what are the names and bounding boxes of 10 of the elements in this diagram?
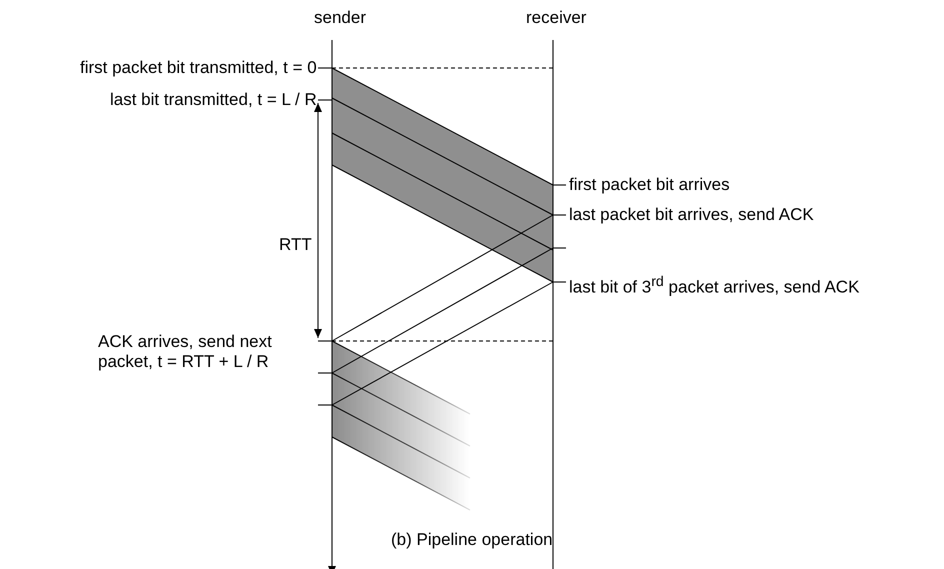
annotation: last bit of 3$^{rd}$ packet arrives, send ACK	[569, 273, 860, 298]
annotation: ACK arrives, send next packet, t = RTT + L / R	[98, 332, 273, 372]
annotation: last packet bit arrives, send ACK	[569, 205, 814, 225]
interval-label: RTT	[279, 235, 312, 255]
annotation: first packet bit arrives	[569, 175, 730, 195]
column-heading: receiver	[526, 8, 586, 28]
caption: (b) Pipeline operation	[391, 530, 553, 550]
column-heading: sender	[314, 8, 366, 28]
annotation: last bit transmitted, t = L / R	[110, 90, 317, 110]
annotation: first packet bit transmitted, t = 0	[80, 58, 317, 78]
